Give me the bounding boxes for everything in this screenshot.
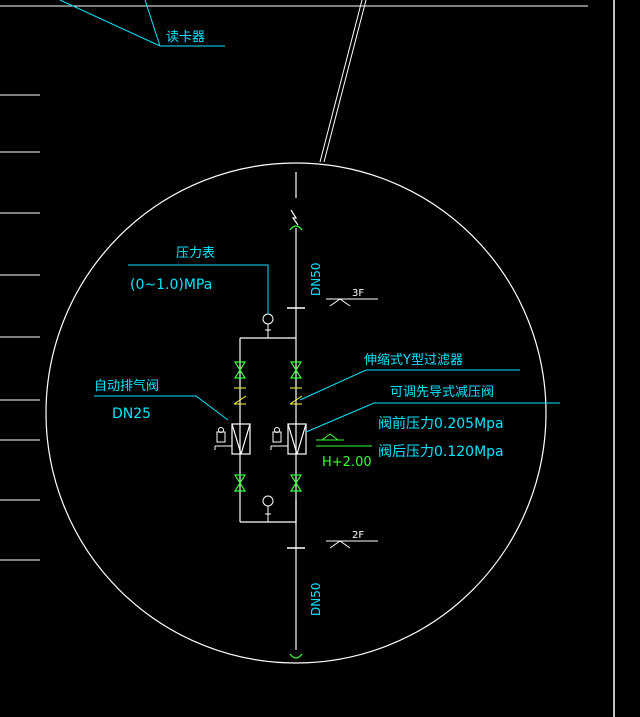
elevation-marker: [316, 433, 372, 447]
reducing-valve-left: [231, 423, 251, 455]
pressure-after-label: 阀后压力0.120Mpa: [378, 444, 504, 460]
floor-label-3f: 3F: [352, 288, 364, 299]
reducing-valve-right: [287, 423, 307, 455]
pressure-gauge-top: [262, 313, 274, 338]
air-release-valve-right: [270, 427, 288, 450]
pressure-gauge-bottom: [262, 495, 274, 522]
y-filter-leader: [299, 369, 520, 401]
pipe-size-bottom: DN50: [309, 583, 323, 617]
floor-label-2f: 2F: [352, 530, 364, 541]
reducing-valve-label: 可调先导式减压阀: [390, 385, 494, 400]
pressure-gauge-leader: [128, 264, 269, 314]
pressure-before-label: 阀前压力0.205Mpa: [378, 415, 504, 432]
card-reader-leader: [59, 0, 225, 47]
y-filter-left: [233, 387, 247, 405]
main-pipe: [290, 172, 299, 650]
pipe-sleeve-marks: [287, 307, 305, 549]
pipe-size-top: DN50: [309, 263, 323, 297]
air-release-valve-left: [214, 427, 232, 450]
gate-valve-right-bottom: [289, 474, 303, 492]
air-valve-size-label: DN25: [112, 406, 151, 422]
pipe-break-marks: [289, 225, 303, 659]
air-valve-label: 自动排气阀: [94, 378, 159, 394]
pressure-range-label: (0~1.0)MPa: [130, 277, 212, 293]
pressure-gauge-label: 压力表: [176, 246, 215, 261]
floor-marker-2f: [326, 540, 378, 549]
gate-valve-left-top: [233, 361, 247, 379]
elevation-label: H+2.00: [322, 455, 372, 470]
y-filter-label: 伸缩式Y型过滤器: [364, 352, 463, 368]
gate-valve-right-top: [289, 361, 303, 379]
gate-valve-left-bottom: [233, 474, 247, 492]
detail-leader-lines: [319, 0, 367, 163]
detail-circle: [45, 162, 547, 664]
left-margin-ticks: [0, 94, 40, 561]
air-valve-leader: [94, 395, 229, 421]
reducing-valve-leader: [305, 402, 560, 433]
y-filter-right: [289, 387, 303, 405]
card-reader-label: 读卡器: [166, 30, 205, 45]
floor-marker-3f: [326, 298, 378, 307]
